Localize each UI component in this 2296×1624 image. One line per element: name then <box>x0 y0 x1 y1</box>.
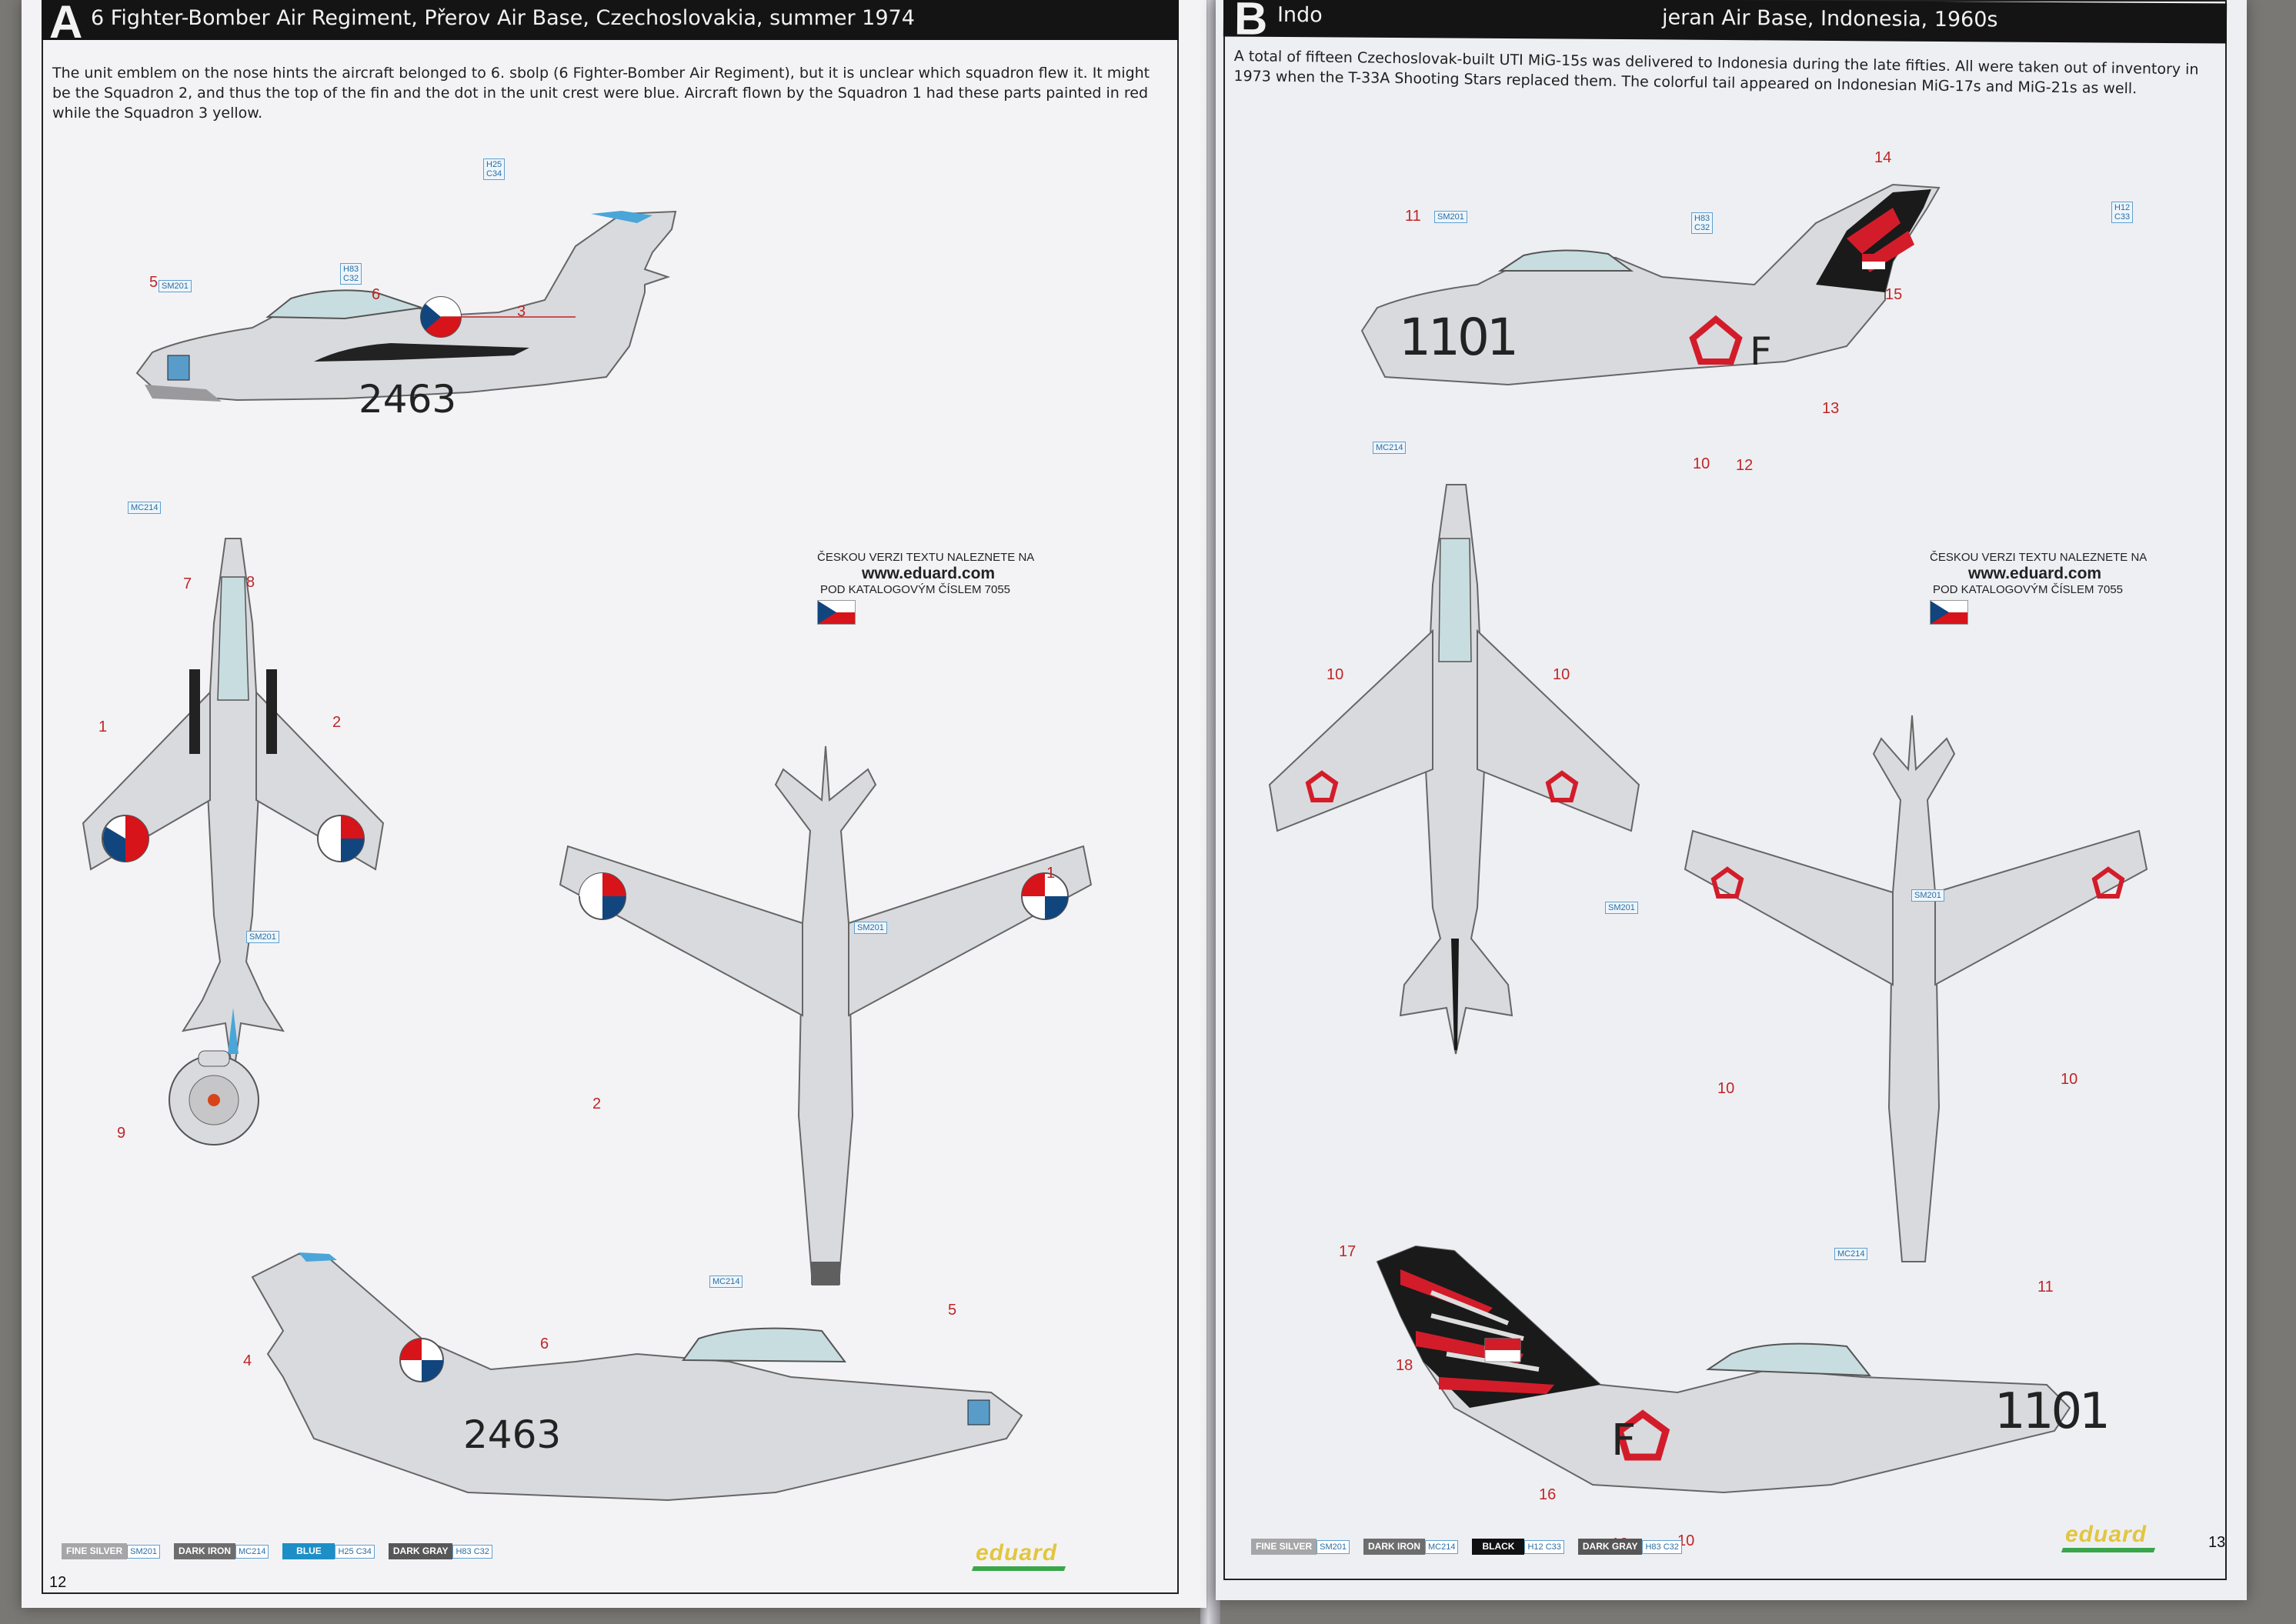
czech-note-line3: POD KATALOGOVÝM ČÍSLEM 7055 <box>820 583 1011 596</box>
right-header-bar: B Indo jeran Air Base, Indonesia, 1960s <box>1223 0 2228 45</box>
right-czech-note: ČESKOU VERZI TEXTU NALEZNETE NA www.edua… <box>1930 551 2147 625</box>
callout-12: 12 <box>1736 457 1754 474</box>
letter-code-f-top: F <box>1750 329 1772 374</box>
legend-fine-silver-swatch: FINE SILVER <box>62 1543 128 1559</box>
callout-11-bottom: 11 <box>2037 1279 2054 1296</box>
legend-dark-gray-code-right: H83 C32 <box>1642 1539 1682 1554</box>
aircraft-a-left-side-view <box>135 210 677 402</box>
callout-2: 2 <box>332 714 342 731</box>
legend-dark-iron-code: MC214 <box>235 1544 269 1559</box>
serial-number-top: 2463 <box>359 377 457 422</box>
legend-black-swatch: BLACK <box>1472 1539 1525 1555</box>
callout-10: 10 <box>1693 455 1710 472</box>
left-profile-title: 6 Fighter-Bomber Air Regiment, Přerov Ai… <box>91 6 915 30</box>
callout-10-top-right: 10 <box>1553 666 1570 683</box>
left-page: A 6 Fighter-Bomber Air Regiment, Přerov … <box>22 0 1206 1608</box>
callout-9: 9 <box>117 1125 126 1142</box>
callout-2-underside: 2 <box>592 1095 602 1112</box>
czech-note-url[interactable]: www.eduard.com <box>862 565 996 582</box>
callout-10-top-left: 10 <box>1327 666 1344 683</box>
serial-number-bottom: 2463 <box>463 1412 562 1457</box>
callout-3: 3 <box>517 303 526 320</box>
aircraft-b-right-side-view <box>1376 1245 2071 1494</box>
czech-note-line1-right: ČESKOU VERZI TEXTU NALEZNETE NA <box>1930 551 2147 564</box>
eduard-logo-left: eduard <box>976 1540 1058 1566</box>
code-sm201-b-underside: SM201 <box>1911 889 1944 902</box>
profile-letter-a: A <box>49 0 83 48</box>
legend-blue-swatch: BLUE <box>282 1543 335 1559</box>
callout-1-underside: 1 <box>1046 865 1056 882</box>
letter-code-f-bottom: F <box>1611 1416 1637 1466</box>
aircraft-b-top-view <box>1268 484 1640 1055</box>
left-color-legend: FINE SILVER SM201 DARK IRON MC214 BLUE H… <box>62 1543 506 1559</box>
code-sm201-b: SM201 <box>1434 211 1467 223</box>
callout-17: 17 <box>1339 1243 1357 1260</box>
legend-dark-gray-swatch-right: DARK GRAY <box>1577 1539 1643 1555</box>
czech-note-line3-right: POD KATALOGOVÝM ČÍSLEM 7055 <box>1933 583 2124 596</box>
right-profile-title-right: jeran Air Base, Indonesia, 1960s <box>1661 5 1998 32</box>
czech-note-line1: ČESKOU VERZI TEXTU NALEZNETE NA <box>817 551 1035 564</box>
right-color-legend: FINE SILVER SM201 DARK IRON MC214 BLACK … <box>1251 1539 1696 1555</box>
page-number-left: 12 <box>49 1574 67 1591</box>
left-czech-note: ČESKOU VERZI TEXTU NALEZNETE NA www.edua… <box>817 551 1034 625</box>
legend-dark-gray-code: H83 C32 <box>452 1544 492 1559</box>
aircraft-a-underside-view <box>559 745 1093 1286</box>
callout-15: 15 <box>1885 286 1903 303</box>
callout-6-bottom: 6 <box>540 1336 549 1352</box>
aircraft-a-top-view <box>82 538 385 1078</box>
legend-dark-iron-swatch: DARK IRON <box>173 1543 235 1559</box>
right-page: B Indo jeran Air Base, Indonesia, 1960s … <box>1216 0 2247 1600</box>
czech-flag-icon-right <box>1930 600 1968 625</box>
callout-14: 14 <box>1874 149 1892 166</box>
legend-fine-silver-code-right: SM201 <box>1317 1539 1350 1554</box>
code-mc214-underside: MC214 <box>709 1276 743 1288</box>
code-sm201-b-top: SM201 <box>1605 902 1638 914</box>
czech-flag-icon <box>817 600 856 625</box>
aircraft-b-left-side-view <box>1360 183 1941 386</box>
callout-5-bottom: 5 <box>948 1302 957 1319</box>
legend-fine-silver-code: SM201 <box>127 1544 160 1559</box>
legend-fine-silver-swatch-right: FINE SILVER <box>1251 1539 1317 1555</box>
czech-note-url-right[interactable]: www.eduard.com <box>1968 565 2102 582</box>
profile-letter-b: B <box>1233 0 1268 45</box>
callout-16: 16 <box>1539 1486 1557 1503</box>
callout-13: 13 <box>1822 400 1840 417</box>
serial-number-b-top: 1101 <box>1399 308 1519 367</box>
page-number-right: 13 <box>2208 1534 2226 1551</box>
serial-number-b-bottom: 1101 <box>1994 1383 2111 1440</box>
callout-11: 11 <box>1405 208 1421 225</box>
code-sm201: SM201 <box>159 280 192 292</box>
eduard-logo-right: eduard <box>2065 1522 2147 1547</box>
left-header-bar: A 6 Fighter-Bomber Air Regiment, Přerov … <box>42 0 1179 48</box>
aircraft-a-right-side-view <box>251 1252 1023 1502</box>
legend-black-code: H12 C33 <box>1524 1539 1564 1554</box>
callout-10-underside-right: 10 <box>2061 1071 2078 1088</box>
callout-10-underside-left: 10 <box>1717 1080 1735 1097</box>
left-description: The unit emblem on the nose hints the ai… <box>52 65 1150 122</box>
code-mc214: MC214 <box>128 502 162 514</box>
legend-dark-gray-swatch: DARK GRAY <box>388 1543 453 1559</box>
aircraft-b-underside-view <box>1684 715 2148 1262</box>
callout-4: 4 <box>243 1352 252 1369</box>
legend-dark-iron-swatch-right: DARK IRON <box>1363 1539 1425 1555</box>
callout-1: 1 <box>98 719 108 735</box>
callout-18: 18 <box>1396 1357 1413 1374</box>
callout-5: 5 <box>149 274 159 291</box>
callout-6: 6 <box>372 286 381 303</box>
right-profile-title-left: Indo <box>1276 2 1323 28</box>
code-sm201-top: SM201 <box>246 931 279 943</box>
code-mc214-b: MC214 <box>1373 442 1407 454</box>
callout-8: 8 <box>246 574 255 591</box>
aircraft-a-front-view <box>169 1050 259 1145</box>
legend-blue-code: H25 C34 <box>335 1544 375 1559</box>
code-mc214-b-underside: MC214 <box>1834 1248 1868 1260</box>
legend-dark-iron-code-right: MC214 <box>1424 1539 1459 1554</box>
callout-7: 7 <box>183 575 192 592</box>
code-sm201-underside: SM201 <box>854 922 887 934</box>
